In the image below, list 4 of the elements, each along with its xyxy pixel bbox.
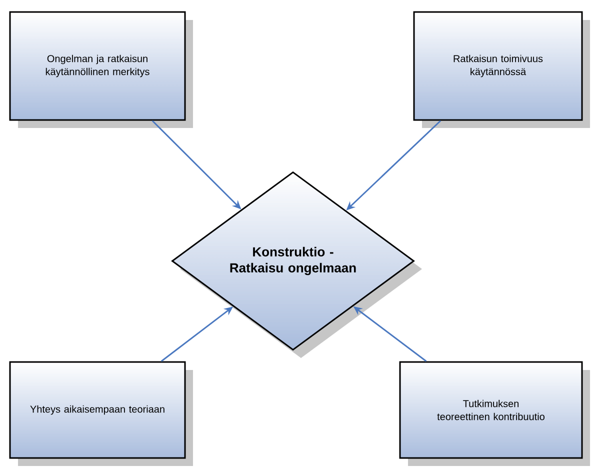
text-box: Yhteys aikaisempaan teoriaan <box>9 361 193 466</box>
text-box: Tutkimuksen teoreettinen kontribuutio <box>399 361 590 466</box>
text-box: Ratkaisun toimivuus käytännössä <box>413 11 590 128</box>
text-box: Ongelman ja ratkaisun käytännöllinen merkitys <box>9 11 193 128</box>
